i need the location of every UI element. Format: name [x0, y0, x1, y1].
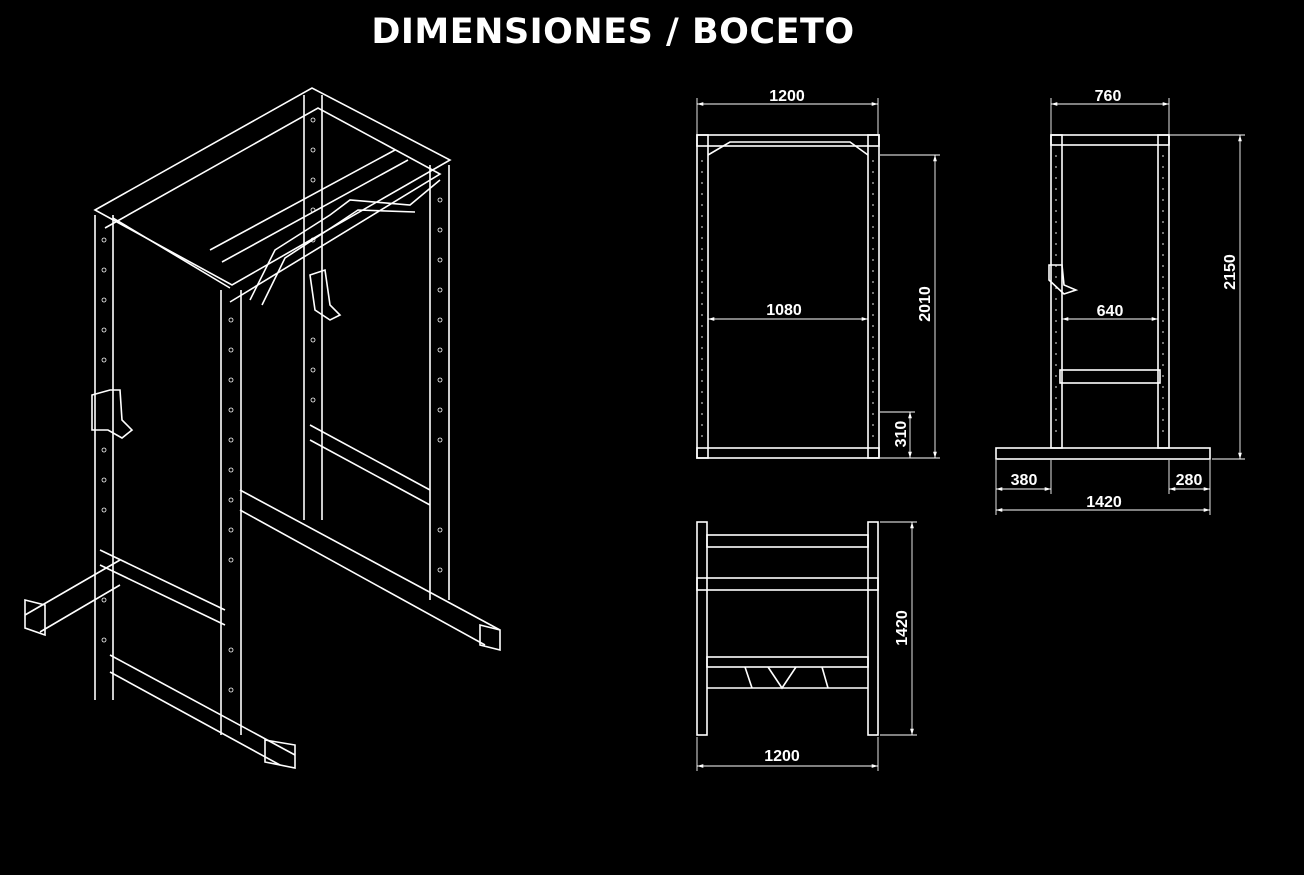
top-view-drawing	[696, 521, 879, 736]
rack-holes	[101, 117, 443, 693]
side-inner-depth-label: 640	[1097, 303, 1124, 320]
top-depth-label: 1420	[894, 610, 911, 646]
side-view-drawing	[995, 134, 1211, 460]
isometric-rack-illustration	[24, 87, 501, 769]
front-base-offset-label: 310	[893, 421, 910, 448]
front-width-inner-label: 1080	[766, 302, 802, 319]
foot-front-label: 380	[1011, 472, 1038, 489]
page-title: DIMENSIONES / BOCETO	[371, 12, 855, 52]
foot-back-label: 280	[1176, 472, 1203, 489]
front-height-label: 2010	[917, 286, 934, 322]
side-depth-label: 760	[1095, 88, 1122, 105]
foot-total-label: 1420	[1086, 494, 1122, 511]
top-width-label: 1200	[764, 748, 800, 765]
front-width-outer-label: 1200	[769, 88, 805, 105]
front-view-drawing	[696, 134, 880, 459]
side-height-label: 2150	[1222, 254, 1239, 290]
